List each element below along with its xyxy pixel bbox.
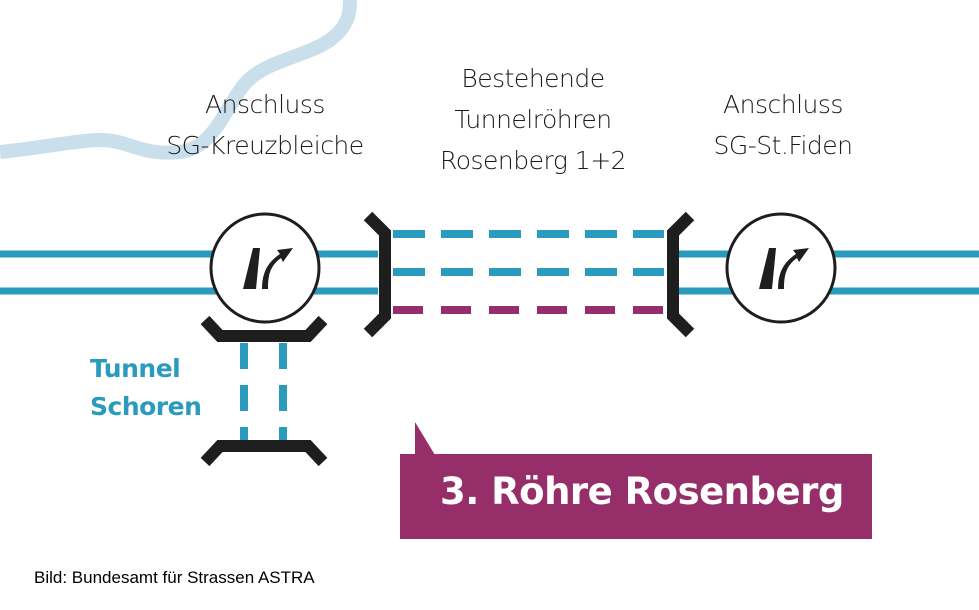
- tunnel-portal-icon: [200, 440, 328, 467]
- label-line: Anschluss: [205, 90, 325, 119]
- label-line: SG-Kreuzbleiche: [166, 131, 364, 160]
- existing-tunnel-tubes: [393, 230, 664, 276]
- highway-exit-icon: [243, 248, 293, 289]
- callout-pointer: [415, 422, 435, 455]
- river: [0, 0, 357, 160]
- callout-text: 3. Röhre Rosenberg: [440, 470, 844, 513]
- highway-exit-icon: [759, 248, 809, 289]
- label-anschluss-kreuzbleiche: Anschluss SG-Kreuzbleiche: [150, 84, 380, 166]
- label-line: Tunnelröhren: [454, 105, 612, 134]
- image-credit: Bild: Bundesamt für Strassen ASTRA: [34, 568, 315, 587]
- callout-third-tube: 3. Röhre Rosenberg: [400, 454, 872, 539]
- label-anschluss-stfiden: Anschluss SG-St.Fiden: [668, 84, 898, 166]
- label-bestehende-tunnelroehren: Bestehende Tunnelröhren Rosenberg 1+2: [418, 58, 648, 181]
- label-line: Tunnel: [90, 354, 181, 383]
- label-line: Bestehende: [461, 64, 605, 93]
- tunnel-portal-icon: [667, 211, 695, 338]
- road-west: [0, 250, 378, 295]
- label-tunnel-schoren: Tunnel Schoren: [90, 350, 202, 426]
- schoren-tunnel: [200, 315, 328, 467]
- label-line: Rosenberg 1+2: [439, 146, 627, 175]
- label-line: Anschluss: [723, 90, 843, 119]
- junction-stfiden: [725, 212, 837, 324]
- junction-kreuzbleiche: [209, 212, 321, 324]
- tunnel-portal-icon: [363, 211, 391, 338]
- label-line: Schoren: [90, 392, 202, 421]
- label-line: SG-St.Fiden: [713, 131, 853, 160]
- tunnel-portal-icon: [200, 315, 328, 342]
